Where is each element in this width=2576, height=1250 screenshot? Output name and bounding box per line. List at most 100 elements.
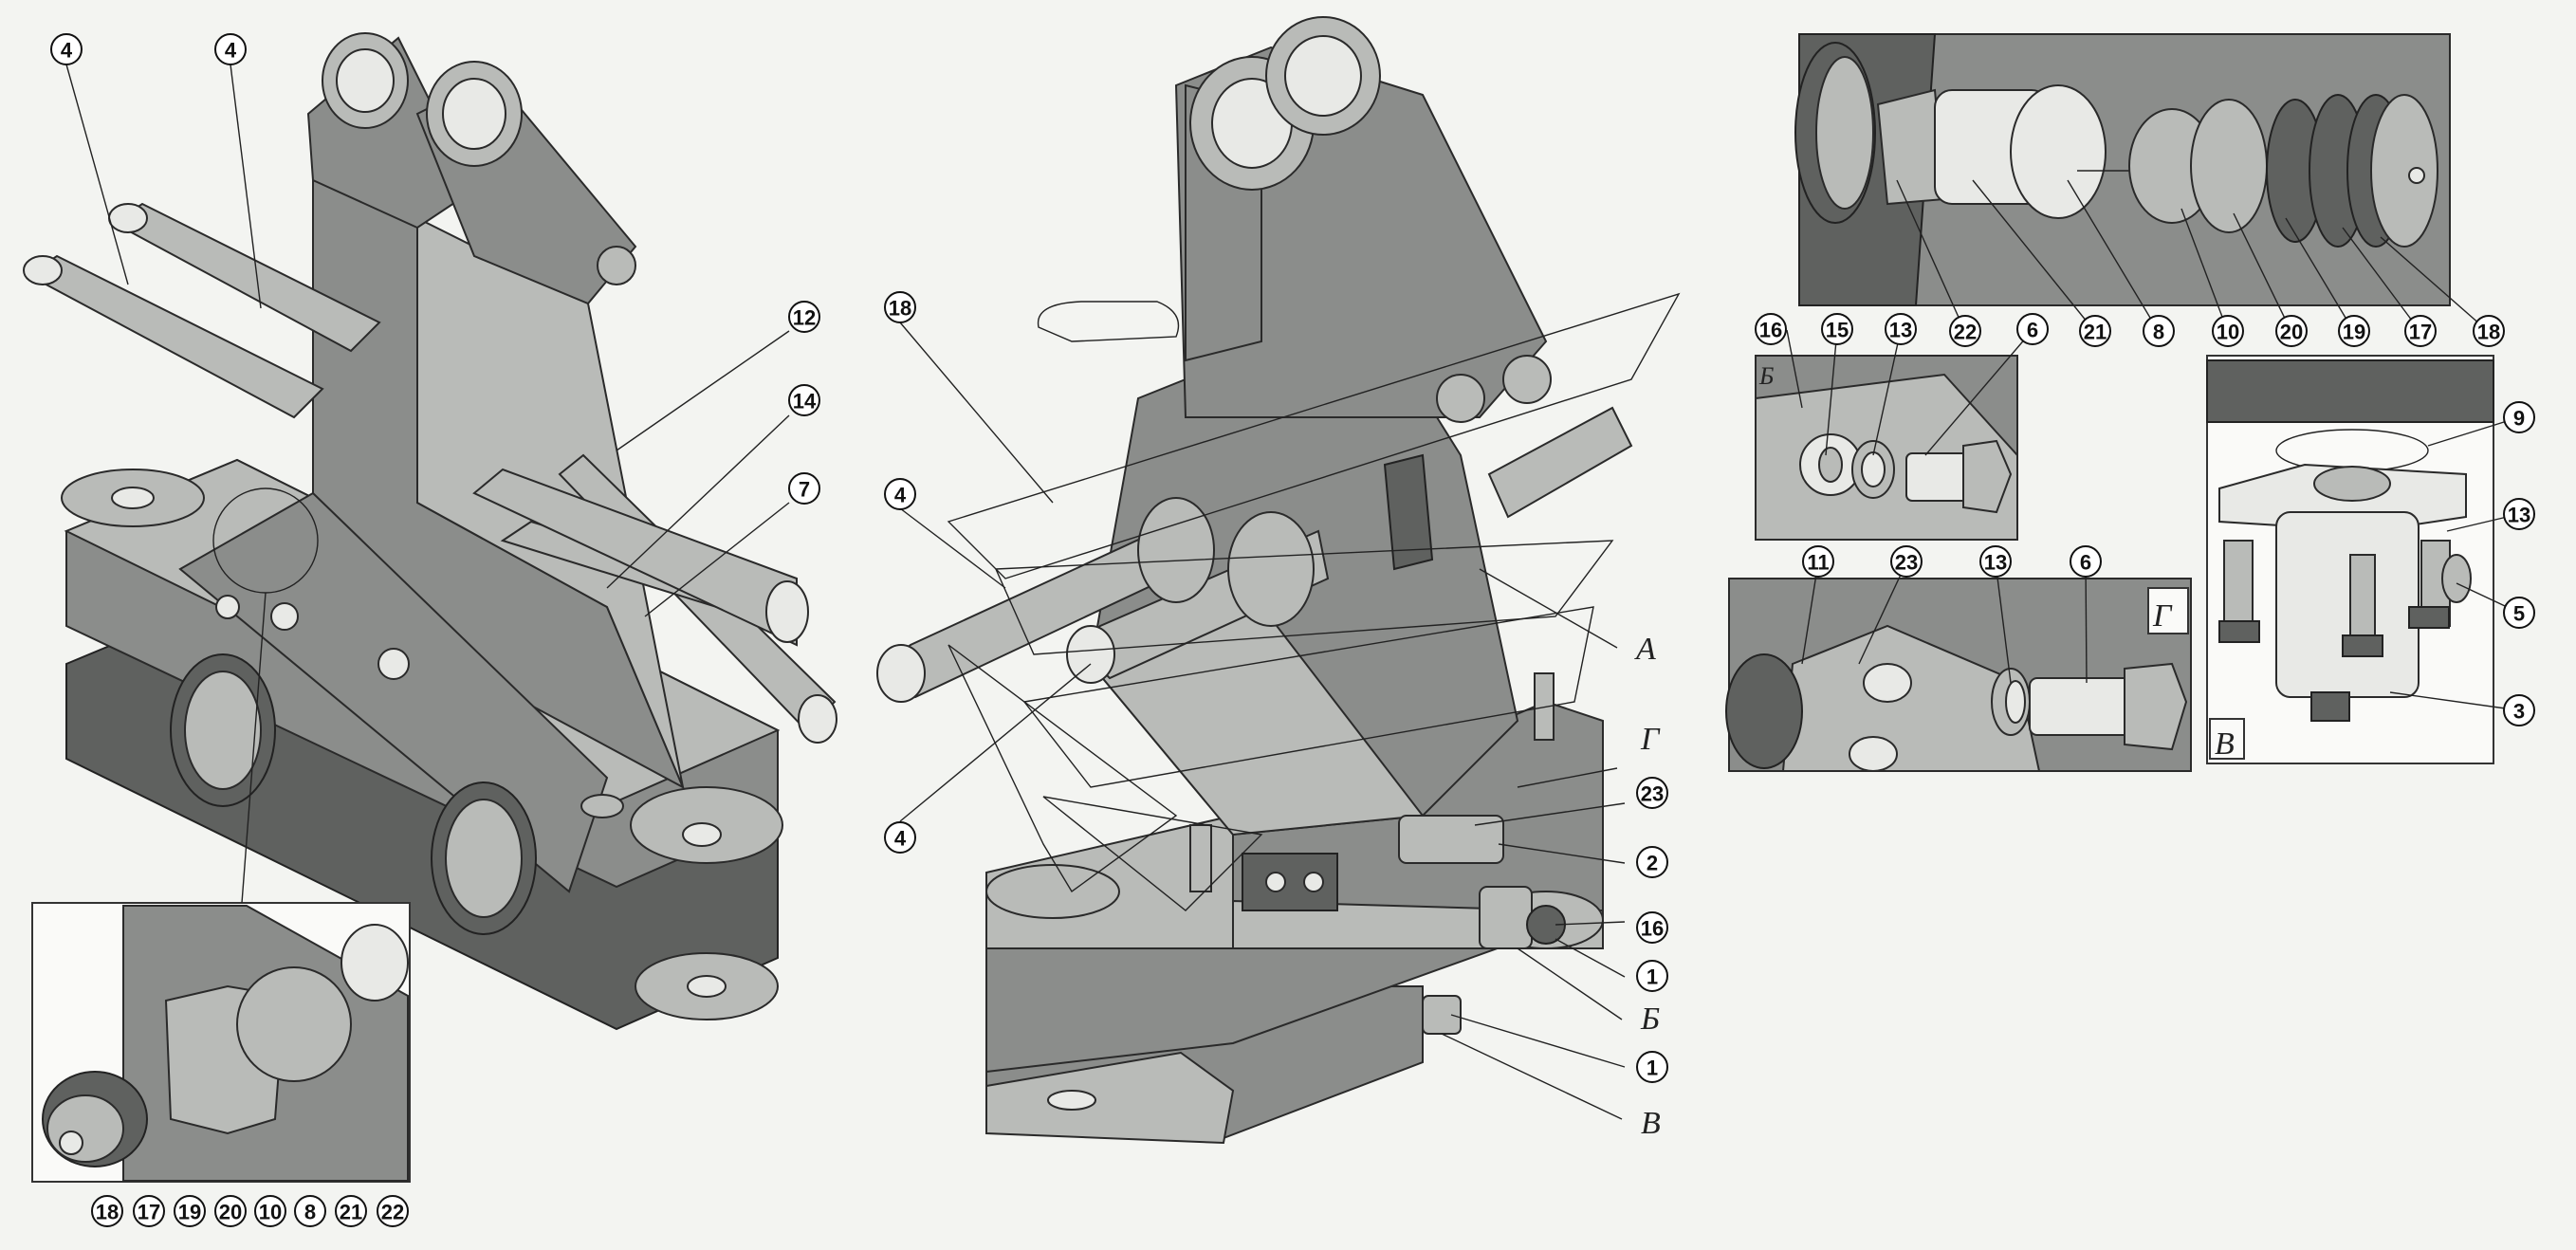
callout-number: 17 xyxy=(2409,321,2432,344)
callout-20: 20 xyxy=(214,1195,247,1227)
callout-2: 2 xyxy=(1636,846,1668,878)
callout-number: 7 xyxy=(799,478,810,502)
callout-circle xyxy=(788,301,820,333)
callout-10: 10 xyxy=(2212,315,2244,347)
callout-16: 16 xyxy=(1636,911,1668,944)
callout-number: 1 xyxy=(1647,965,1658,989)
callout-12: 12 xyxy=(788,301,820,333)
callout-13: 13 xyxy=(1979,545,2012,578)
callout-number: 16 xyxy=(1759,319,1782,342)
callout-number: 12 xyxy=(793,306,816,330)
callout-circle xyxy=(2079,315,2111,347)
callout-circle xyxy=(1636,911,1668,944)
callout-14: 14 xyxy=(788,384,820,416)
inset-a xyxy=(1794,33,2451,306)
callout-circle xyxy=(2143,315,2175,347)
callout-number: 9 xyxy=(2513,407,2525,431)
callout-number: 5 xyxy=(2513,602,2525,626)
callout-circle xyxy=(2503,597,2535,629)
callout-number: 22 xyxy=(381,1201,404,1224)
callout-circle xyxy=(2503,694,2535,726)
callout-circle xyxy=(2212,315,2244,347)
callout-circle xyxy=(50,33,83,65)
callout-19: 19 xyxy=(2338,315,2370,347)
callout-circle xyxy=(174,1195,206,1227)
callout-circle xyxy=(335,1195,367,1227)
callout-number: 6 xyxy=(2080,551,2091,575)
callout-circle xyxy=(1636,960,1668,992)
center-assembly-view xyxy=(876,16,1681,1145)
callout-1: 1 xyxy=(1636,960,1668,992)
callout-17: 17 xyxy=(2404,315,2437,347)
callout-13: 13 xyxy=(2503,498,2535,530)
callout-6: 6 xyxy=(2016,313,2049,345)
callout-8: 8 xyxy=(294,1195,326,1227)
callout-number: 18 xyxy=(889,297,911,321)
callout-22: 22 xyxy=(1949,315,1981,347)
callout-circle xyxy=(1890,545,1923,578)
callout-8: 8 xyxy=(2143,315,2175,347)
callout-circle xyxy=(2404,315,2437,347)
callout-circle xyxy=(1821,313,1853,345)
callout-number: 22 xyxy=(1954,321,1977,344)
callout-number: 20 xyxy=(2280,321,2303,344)
callout-number: 21 xyxy=(2084,321,2107,344)
left-detail-inset xyxy=(31,902,411,1183)
callout-circle xyxy=(2338,315,2370,347)
callout-number: 23 xyxy=(1895,551,1918,575)
callout-circle xyxy=(884,821,916,854)
callout-number: 13 xyxy=(1984,551,2007,575)
callout-circle xyxy=(788,472,820,505)
callout-21: 21 xyxy=(335,1195,367,1227)
callout-number: 6 xyxy=(2027,319,2038,342)
left-assembly-view xyxy=(23,32,837,1031)
view-letter-group: А Г Б В Б Г В xyxy=(1634,362,2235,1141)
inset-v-letter: В xyxy=(2215,726,2235,762)
callout-19: 19 xyxy=(174,1195,206,1227)
callout-number: 8 xyxy=(2153,321,2164,344)
callout-number: 21 xyxy=(340,1201,362,1224)
callout-23: 23 xyxy=(1890,545,1923,578)
callout-number: 2 xyxy=(1647,852,1658,875)
callout-number: 13 xyxy=(1889,319,1912,342)
callout-number: 8 xyxy=(304,1201,316,1224)
view-letter-b: Б xyxy=(1640,1002,1660,1037)
inset-b-letter: Б xyxy=(1758,362,1774,390)
callout-circle xyxy=(2070,545,2102,578)
callout-circle xyxy=(1979,545,2012,578)
callout-13: 13 xyxy=(1885,313,1917,345)
view-letter-v: В xyxy=(1641,1106,1661,1141)
callout-5: 5 xyxy=(2503,597,2535,629)
callout-20: 20 xyxy=(2275,315,2308,347)
callout-number: 10 xyxy=(259,1201,282,1224)
callout-number: 16 xyxy=(1641,917,1664,941)
callout-number: 3 xyxy=(2513,700,2525,724)
callout-number: 11 xyxy=(1807,551,1829,575)
callout-4: 4 xyxy=(214,33,247,65)
callout-6: 6 xyxy=(2070,545,2102,578)
callout-21: 21 xyxy=(2079,315,2111,347)
callout-9: 9 xyxy=(2503,401,2535,433)
callout-23: 23 xyxy=(1636,777,1668,809)
callout-circle xyxy=(214,1195,247,1227)
callout-22: 22 xyxy=(377,1195,409,1227)
callout-circle xyxy=(1949,315,1981,347)
callout-circle xyxy=(377,1195,409,1227)
callout-number: 19 xyxy=(2343,321,2365,344)
callout-7: 7 xyxy=(788,472,820,505)
inset-g-letter: Г xyxy=(2152,598,2173,634)
callout-number: 17 xyxy=(138,1201,160,1224)
callout-circle xyxy=(2016,313,2049,345)
callout-number: 15 xyxy=(1826,319,1849,342)
callout-number: 18 xyxy=(2477,321,2500,344)
callout-number: 4 xyxy=(894,827,907,851)
callout-number: 1 xyxy=(1647,1057,1658,1080)
callout-circle xyxy=(2503,498,2535,530)
inset-b xyxy=(1755,355,2018,541)
callout-number: 18 xyxy=(96,1201,119,1224)
callout-number: 10 xyxy=(2217,321,2239,344)
callout-circle xyxy=(884,478,916,510)
callout-number: 14 xyxy=(793,390,817,414)
callout-circle xyxy=(884,291,916,323)
